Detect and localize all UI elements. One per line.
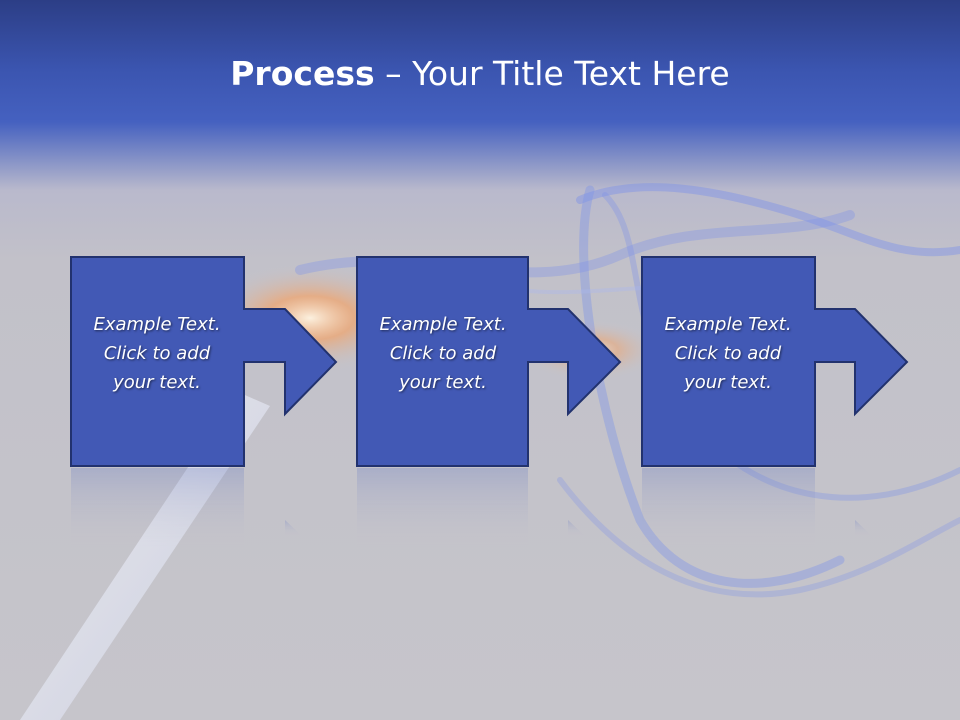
arrow-box-shape — [356, 256, 622, 467]
process-step-1[interactable]: Example Text. Click to add your text. — [70, 256, 340, 468]
step-text-1[interactable]: Example Text. Click to add your text. — [93, 314, 221, 393]
slide-title[interactable]: Process – Your Title Text Here — [0, 50, 960, 98]
step-reflection-3 — [642, 468, 872, 548]
arrow-box-shape — [70, 256, 338, 467]
process-step-2[interactable]: Example Text. Click to add your text. — [356, 256, 626, 468]
process-step-3[interactable]: Example Text. Click to add your text. — [641, 256, 911, 468]
step-text-3[interactable]: Example Text. Click to add your text. — [664, 314, 792, 393]
step-reflection-2 — [357, 468, 585, 548]
step-reflection-1 — [71, 468, 302, 548]
step-text-2[interactable]: Example Text. Click to add your text. — [379, 314, 507, 393]
title-rest-part: – Your Title Text Here — [374, 54, 730, 93]
title-bold-part: Process — [230, 54, 375, 93]
arrow-box-shape — [641, 256, 909, 467]
